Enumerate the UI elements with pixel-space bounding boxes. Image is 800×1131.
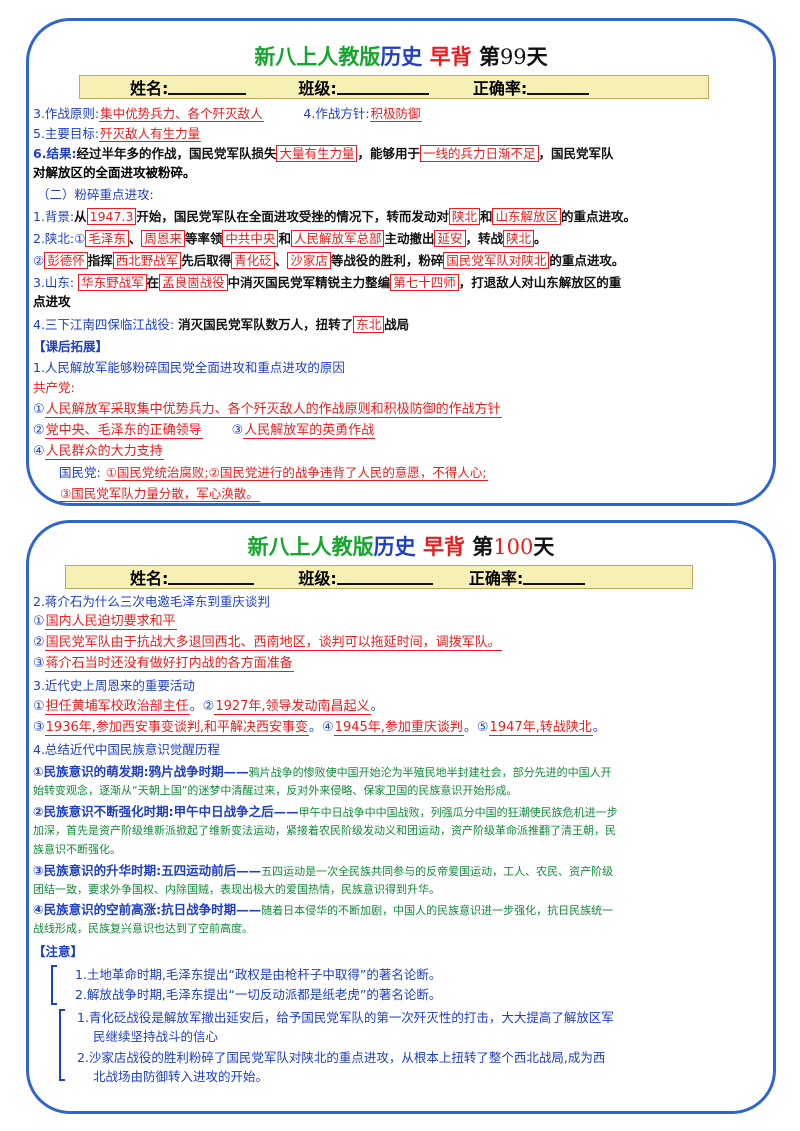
text-line: ③民族意识的升华时期:五四运动前后——五四运动是一次全民族共同参与的反帝爱国运动…	[33, 863, 614, 878]
day-100-card: 新八上人教版历史 早背 第100天 姓名: 班级: 正确率: 2.蒋介石为什么三…	[26, 520, 776, 1114]
text-line: ③1936年,参加西安事变谈判,和平解决西安事变。④1945年,参加重庆谈判。⑤…	[33, 720, 606, 736]
student-info-bar: 姓名: 班级: 正确率:	[65, 565, 693, 589]
name-field[interactable]	[168, 569, 255, 585]
text-line: 4.总结近代中国民族意识觉醒历程	[33, 742, 220, 757]
text-line: 1.土地革命时期,毛泽东提出“政权是由枪杆子中取得”的著名论断。	[75, 967, 442, 982]
day-99-card: 新八上人教版历史 早背 第99天 姓名: 班级: 正确率: 3.作战原则:集中优…	[26, 18, 776, 506]
rate-label: 正确率:	[468, 569, 524, 588]
text-line: 战线形成，民族复兴意识也达到了空前高度。	[33, 922, 253, 935]
text-line: ④人民群众的大力支持	[33, 444, 164, 460]
rate-label: 正确率:	[472, 79, 528, 98]
text-line: ①人民解放军采取集中优势兵力、各个歼灭敌人的作战原则和积极防御的作战方针	[33, 402, 502, 418]
text-line: 国民党: ①国民党统治腐败;②国民党进行的战争违背了人民的意愿，不得人心;	[59, 465, 488, 481]
section-heading: 【课后拓展】	[33, 339, 109, 354]
text-line: 加深，首先是资产阶级维新派掀起了维新变法运动，紧接着农民阶级发动义和团运动，资产…	[33, 824, 616, 837]
text-line: 共产党:	[33, 380, 75, 395]
text-line: ②党中央、毛泽东的正确领导 ③人民解放军的英勇作战	[33, 423, 376, 439]
text-line: 2.沙家店战役的胜利粉碎了国民党军队对陕北的重点进攻，从根本上扭转了整个西北战局…	[77, 1050, 606, 1065]
text-line: ①担任黄埔军校政治部主任。②1927年,领导发动南昌起义。	[33, 699, 384, 715]
card-title: 新八上人教版历史 早背 第99天	[254, 45, 548, 69]
text-line: 1.人民解放军能够粉碎国民党全面进攻和重点进攻的原因	[33, 360, 345, 375]
text-line: ③国民党军队力量分散，军心涣散。	[59, 486, 260, 502]
text-line: 北战场由防御转入进攻的开始。	[93, 1069, 269, 1084]
class-field[interactable]	[336, 569, 433, 585]
text-line: 2.解放战争时期,毛泽东提出“一切反动派都是纸老虎”的著名论断。	[75, 987, 442, 1002]
name-label: 姓名:	[130, 569, 169, 588]
rate-field[interactable]	[527, 79, 590, 95]
text-line: ④民族意识的空前高涨:抗日战争时期——随着日本侵华的不断加剧，中国人的民族意识进…	[33, 902, 614, 917]
text-line: 1.青化砭战役是解放军撤出延安后，给予国民党军队的第一次歼灭性的打击，大大提高了…	[77, 1010, 614, 1025]
section-heading: 【注意】	[33, 944, 84, 959]
text-line: 3.山东: 华东野战军在孟良崮战役中消灭国民党军精锐主力整编第七十四师，打退敌人…	[33, 274, 622, 291]
note-bracket	[51, 965, 57, 1005]
text-line: ①国内人民迫切要求和平	[33, 614, 177, 630]
class-field[interactable]	[336, 79, 429, 95]
text-line: 民继续坚持战斗的信心	[93, 1029, 219, 1044]
name-label: 姓名:	[130, 79, 169, 98]
text-line: 始转变观念，逐渐从“天朝上国”的迷梦中清醒过来，反对外来侵略、保家卫国的民族意识…	[33, 784, 518, 797]
text-line: 团结一致，要求外争国权、内除国贼，表现出极大的爱国热情，民族意识得到升华。	[33, 883, 440, 896]
text-line: 族意识不断强化。	[33, 843, 121, 856]
text-line: 6.结果:经过半年多的作战，国民党军队损失大量有生力量，能够用于一线的兵力日渐不…	[33, 145, 614, 162]
card-title: 新八上人教版历史 早背 第100天	[247, 535, 555, 559]
text-line: ②国民党军队由于抗战大多退回西北、西南地区，谈判可以拖延时间，调拨军队。	[33, 635, 502, 651]
student-info-bar: 姓名: 班级: 正确率:	[79, 75, 709, 99]
text-line: 对解放区的全面进攻被粉碎。	[33, 165, 196, 180]
text-line: 5.主要目标:歼灭敌人有生力量	[33, 126, 202, 142]
text-line: 3.近代史上周恩来的重要活动	[33, 678, 195, 693]
note-bracket	[59, 1009, 65, 1081]
class-label: 班级:	[298, 79, 337, 98]
text-line: 4.三下江南四保临江战役: 消灭国民党军队数万人，扭转了东北战局	[33, 316, 410, 333]
name-field[interactable]	[168, 79, 247, 95]
text-line: ③蒋介石当时还没有做好打内战的各方面准备	[33, 656, 294, 672]
text-line: ①民族意识的萌发期:鸦片战争时期——鸦片战争的惨败使中国开始沦为半殖民地半封建社…	[33, 764, 612, 779]
text-line: 点进攻	[33, 294, 71, 309]
text-line: 3.作战原则:集中优势兵力、各个歼灭敌人 4.作战方针:积极防御	[33, 106, 422, 122]
class-label: 班级:	[298, 569, 337, 588]
text-line: ②民族意识不断强化时期:甲午中日战争之后——甲午中日战争中中国战败，列强瓜分中国…	[33, 804, 618, 819]
text-line: 2.蒋介石为什么三次电邀毛泽东到重庆谈判	[33, 594, 270, 609]
rate-field[interactable]	[523, 569, 586, 585]
section-heading: （二）粉碎重点进攻:	[37, 187, 154, 202]
